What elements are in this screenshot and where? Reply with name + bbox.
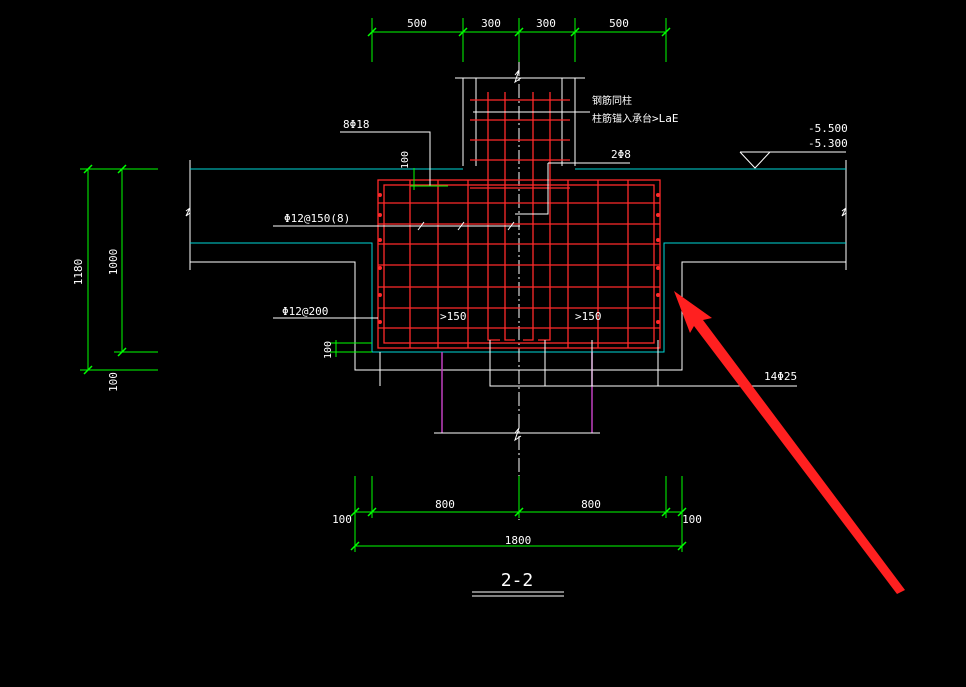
dim-tick <box>350 541 360 551</box>
elevation-bottom-text: -5.300 <box>808 137 848 150</box>
dim-tick <box>350 507 360 517</box>
label-stirrup-legs: 2Φ8 <box>611 148 631 161</box>
label-bottom-bars: 14Φ25 <box>764 370 797 383</box>
dim-bottom-2: 800 <box>581 498 601 511</box>
dim-bottom-1: 800 <box>435 498 455 511</box>
red-arrow-annotation <box>674 291 905 594</box>
rebar-dot <box>656 193 660 197</box>
rebar-dot <box>656 238 660 242</box>
dim-tick <box>367 507 377 517</box>
dim-tick <box>83 164 93 174</box>
dimension-ticks <box>83 27 687 551</box>
break-marks <box>185 69 847 442</box>
rebar-dot <box>378 293 382 297</box>
dim-tick <box>83 365 93 375</box>
cap-waterproof-line <box>190 242 846 353</box>
dim-cover-text: 100 <box>323 341 334 359</box>
leaders <box>273 111 797 387</box>
dim-left-base-text: 100 <box>107 372 120 392</box>
rebar-cage <box>377 92 661 349</box>
column-bar <box>504 92 515 341</box>
dim-top-1: 500 <box>407 17 427 30</box>
label-column-bars: 8Φ18 <box>343 118 370 131</box>
leader-bottom-bars <box>489 340 797 387</box>
dim-tick <box>367 27 377 37</box>
dim-tick <box>514 27 524 37</box>
dim-left-inner-text: 1000 <box>107 249 120 276</box>
label-side-bars: Φ12@150(8) <box>284 212 350 225</box>
slab-lines <box>190 168 846 353</box>
note-lae: >LaE <box>652 112 679 125</box>
dim-tick <box>661 27 671 37</box>
rebar-dot <box>656 293 660 297</box>
label-side-bars-2: Φ12@200 <box>282 305 328 318</box>
rebar-dot <box>378 320 382 324</box>
leader-ticks <box>417 221 515 231</box>
rebar-dot <box>656 320 660 324</box>
rebar-dot <box>378 213 382 217</box>
dim-tick <box>514 507 524 517</box>
dim-tick <box>117 347 127 357</box>
rebar-dot <box>656 213 660 217</box>
dim-tick <box>117 164 127 174</box>
rebar-dot <box>656 266 660 270</box>
leader-tick <box>457 221 465 231</box>
break-mark-right <box>841 207 847 217</box>
dim-tick <box>458 27 468 37</box>
rebar-dot <box>378 238 382 242</box>
rebar-dots <box>378 193 660 324</box>
leader-tick <box>417 221 425 231</box>
dim-tick <box>570 27 580 37</box>
dim-bottom-left-end: 100 <box>332 513 352 526</box>
column-bar <box>487 92 500 341</box>
column-bar <box>523 92 534 341</box>
dim-top-2: 300 <box>481 17 501 30</box>
leader-stirrup <box>515 163 549 215</box>
cap-stirrup-inner <box>383 184 655 344</box>
dimension-text: 500 300 300 500 800 800 100 100 1800 118… <box>72 17 702 547</box>
dim-bottom-total: 1800 <box>505 534 532 547</box>
break-mark-left <box>185 207 191 217</box>
break-mark-bottom <box>514 427 522 442</box>
dim-tick <box>677 541 687 551</box>
rebar-dot <box>378 266 382 270</box>
elevation-marker <box>739 151 846 169</box>
label-spacing-right: >150 <box>575 310 602 323</box>
piles <box>441 352 593 433</box>
dim-slab-gap-text: 100 <box>400 151 411 169</box>
break-mark-top <box>514 69 522 84</box>
note-column-1: 钢筋同柱 <box>592 94 632 107</box>
elevation-triangle <box>739 151 772 169</box>
dim-top-4: 500 <box>609 17 629 30</box>
leader-column-bars <box>340 131 431 186</box>
rebar-dot <box>378 193 382 197</box>
dim-bottom-right-end: 100 <box>682 513 702 526</box>
annotation-text: 钢筋同柱 柱筋锚入承台 >LaE 8Φ18 2Φ8 Φ12@150(8) Φ12… <box>282 94 848 383</box>
section-title: 2-2 <box>501 570 534 591</box>
dim-tick <box>661 507 671 517</box>
dim-top-3: 300 <box>536 17 556 30</box>
note-column-2: 柱筋锚入承台 <box>592 112 652 125</box>
column-bar <box>538 92 551 341</box>
leader-tick <box>507 221 515 231</box>
arrow-icon <box>674 291 905 594</box>
cap-stirrup-outer <box>377 179 661 349</box>
dim-tick <box>677 507 687 517</box>
elevation-top-text: -5.500 <box>808 122 848 135</box>
dim-left-outer-text: 1180 <box>72 259 85 286</box>
label-spacing-left: >150 <box>440 310 467 323</box>
